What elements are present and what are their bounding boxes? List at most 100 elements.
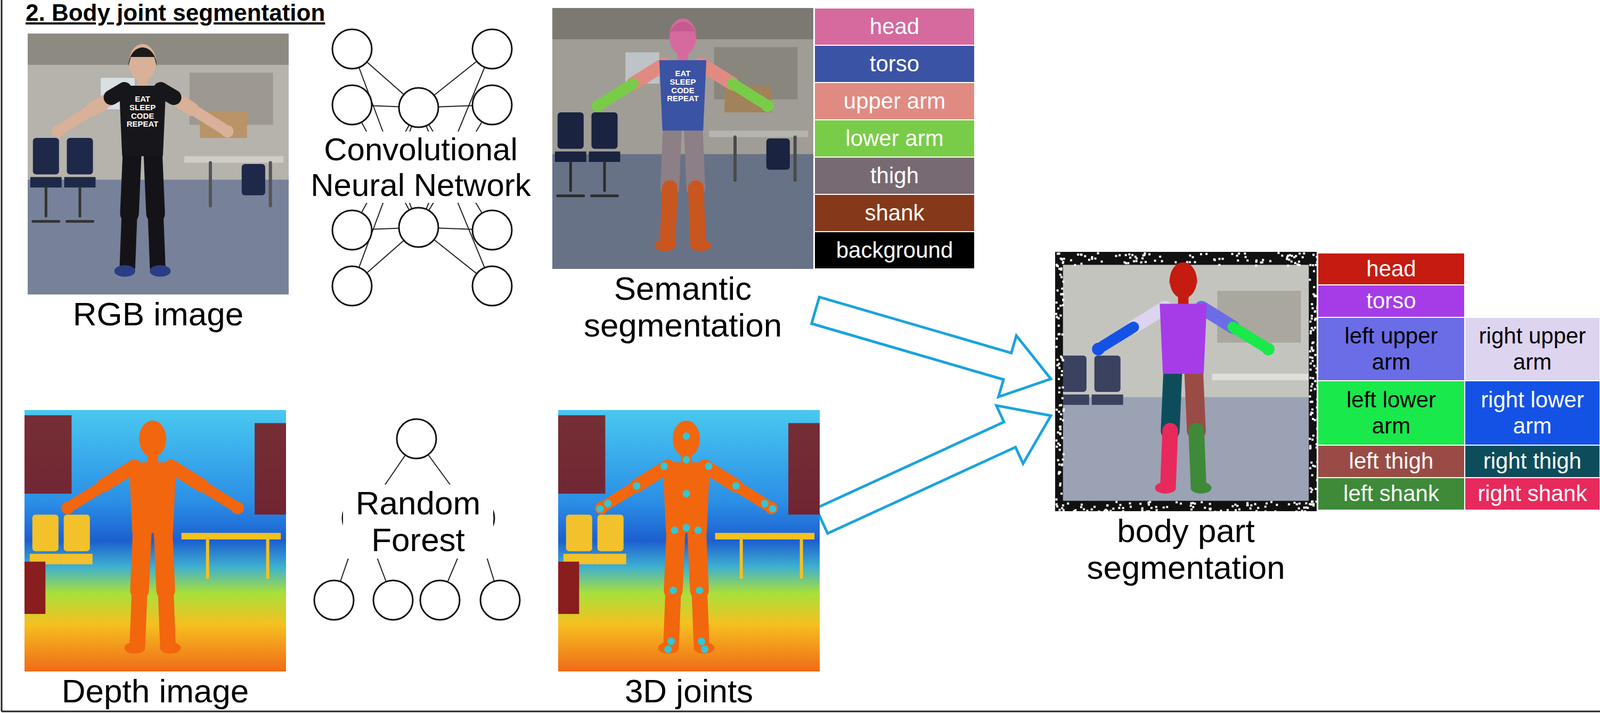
noise-speck xyxy=(1270,501,1273,504)
noise-speck xyxy=(1309,389,1312,392)
noise-speck xyxy=(1188,254,1191,257)
noise-speck xyxy=(1059,482,1062,485)
hand xyxy=(761,99,774,113)
noise-speck xyxy=(1296,263,1299,266)
table-top xyxy=(184,156,284,163)
noise-speck xyxy=(1155,505,1158,509)
noise-speck xyxy=(1286,264,1289,267)
image-panel: Depth image xyxy=(24,410,287,710)
noise-speck xyxy=(1124,254,1128,257)
noise-speck xyxy=(1316,344,1318,347)
noise-speck xyxy=(1316,460,1317,463)
noise-speck xyxy=(1155,509,1158,512)
legend-text: lower arm xyxy=(817,125,973,152)
noise-speck xyxy=(1309,467,1312,470)
noise-speck xyxy=(1311,488,1314,492)
noise-speck xyxy=(1261,258,1264,261)
noise-speck xyxy=(1313,364,1316,367)
noise-speck xyxy=(1309,330,1312,333)
head xyxy=(139,420,167,458)
thigh xyxy=(670,127,673,189)
noise-speck xyxy=(1188,260,1191,264)
shank xyxy=(155,213,158,267)
hand xyxy=(1261,343,1275,356)
table-leg xyxy=(739,539,744,578)
noise-speck xyxy=(1236,504,1239,508)
legend-swatch: right lower arm xyxy=(1464,380,1600,446)
noise-speck xyxy=(1291,254,1294,257)
noise-speck xyxy=(1057,362,1060,365)
noise-speck xyxy=(1055,445,1058,448)
noise-speck xyxy=(1265,502,1268,505)
noise-speck xyxy=(1264,505,1267,509)
noise-speck xyxy=(1294,262,1297,265)
chair-seat xyxy=(30,177,62,189)
tree-node xyxy=(314,580,354,620)
noise-speck xyxy=(1062,408,1065,411)
noise-speck xyxy=(1316,307,1317,310)
joint-dot xyxy=(769,505,777,513)
noise-speck xyxy=(1236,254,1239,257)
noise-speck xyxy=(1059,425,1062,428)
legend-text: right upper arm xyxy=(1469,323,1596,375)
noise-speck xyxy=(1295,503,1299,506)
chair-base xyxy=(67,219,94,223)
noise-speck xyxy=(1311,408,1314,411)
noise-speck xyxy=(1060,370,1064,373)
wall xyxy=(27,33,289,295)
image-caption: RGB image xyxy=(27,295,289,333)
noise-speck xyxy=(1316,475,1318,478)
noise-speck xyxy=(1146,510,1149,512)
noise-speck xyxy=(1298,252,1301,255)
foot xyxy=(124,642,146,655)
noise-speck xyxy=(1309,320,1312,323)
noise-speck xyxy=(1100,260,1103,263)
ceiling-shelf xyxy=(27,33,289,65)
table-top xyxy=(1212,373,1312,381)
noise-speck xyxy=(1220,509,1223,512)
noise-speck xyxy=(1189,504,1193,508)
noise-speck xyxy=(1094,257,1097,260)
joint-dot xyxy=(664,645,672,653)
table-leg xyxy=(266,539,270,578)
neuron xyxy=(332,266,372,306)
noise-speck xyxy=(1060,267,1063,270)
noise-speck xyxy=(1055,337,1058,340)
noise-speck xyxy=(1246,503,1249,506)
noise-speck xyxy=(1063,257,1066,260)
noise-speck xyxy=(1062,453,1065,456)
noise-speck xyxy=(1309,264,1312,267)
noise-speck xyxy=(1147,503,1150,506)
noise-speck xyxy=(1059,428,1062,431)
noise-speck xyxy=(1056,264,1059,267)
noise-speck xyxy=(1119,503,1122,506)
noise-speck xyxy=(1246,259,1249,262)
far-region xyxy=(788,423,820,516)
noise-speck xyxy=(1236,259,1239,262)
noise-speck xyxy=(1062,293,1065,296)
noise-speck xyxy=(1118,254,1121,257)
shade xyxy=(552,7,814,269)
noise-speck xyxy=(1058,449,1061,452)
noise-border xyxy=(1308,251,1317,512)
noise-speck xyxy=(1055,439,1058,442)
joint-dot xyxy=(682,432,691,440)
noise-border xyxy=(1055,501,1317,512)
noise-speck xyxy=(1093,505,1096,509)
noise-speck xyxy=(1086,509,1089,512)
noise-speck xyxy=(1203,507,1206,510)
noise-speck xyxy=(1277,251,1280,255)
joint-dot xyxy=(732,482,740,490)
noise-speck xyxy=(1062,304,1065,307)
floor xyxy=(1055,397,1317,512)
noise-speck xyxy=(1055,315,1058,318)
noise-speck xyxy=(1313,465,1317,468)
noise-speck xyxy=(1313,326,1317,329)
noise-speck xyxy=(1312,270,1316,273)
hand xyxy=(591,99,605,113)
joint-dot xyxy=(694,526,702,535)
noise-speck xyxy=(1179,502,1182,505)
noise-speck xyxy=(1298,502,1301,505)
noise-speck xyxy=(1057,378,1060,381)
noise-speck xyxy=(1059,314,1062,317)
